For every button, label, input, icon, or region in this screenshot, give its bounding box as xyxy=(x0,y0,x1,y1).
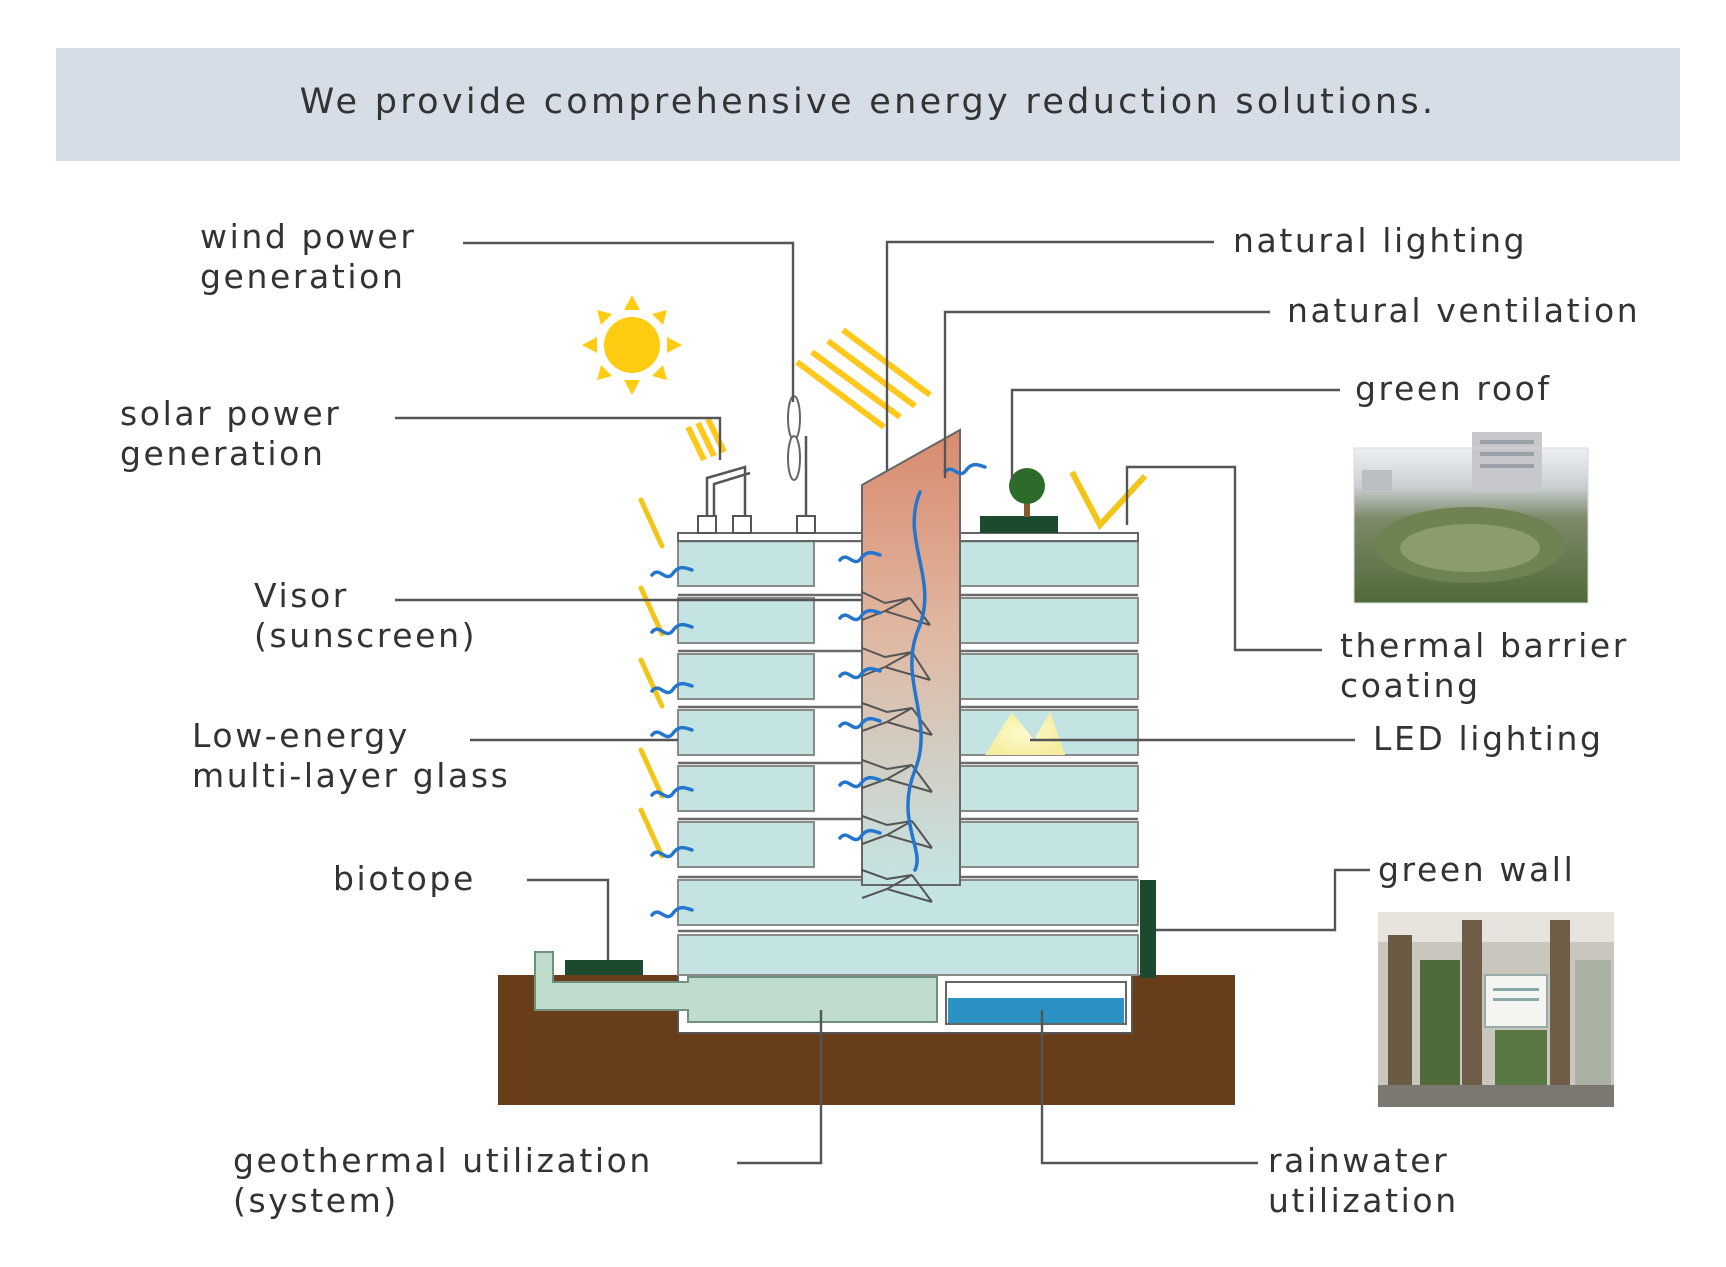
label-solar-power: solar power xyxy=(120,394,341,433)
green-roof-bed xyxy=(980,516,1058,533)
banner-title: We provide comprehensive energy reductio… xyxy=(299,82,1437,122)
green-wall-strip xyxy=(1140,880,1156,978)
label-geothermal: geothermal utilization xyxy=(233,1141,653,1180)
airflow-waves xyxy=(650,462,987,919)
sun-rays-small xyxy=(685,417,727,462)
header-banner: We provide comprehensive energy reductio… xyxy=(56,48,1680,161)
label-geothermal-2: (system) xyxy=(233,1181,399,1220)
shaft-airflow xyxy=(906,490,927,872)
rainwater-water xyxy=(948,998,1124,1023)
label-solar-power-2: generation xyxy=(120,434,325,473)
green-roof-photo xyxy=(1353,432,1589,604)
label-visor-2: (sunscreen) xyxy=(254,616,477,655)
label-green-wall: green wall xyxy=(1378,850,1575,889)
label-low-energy-glass: Low-energy xyxy=(192,716,410,755)
solar-panel xyxy=(705,465,747,516)
label-natural-lighting: natural lighting xyxy=(1233,221,1527,260)
label-rainwater: rainwater xyxy=(1268,1141,1449,1180)
biotope-pond xyxy=(565,960,643,975)
green-wall-photo xyxy=(1378,912,1614,1107)
building-floors xyxy=(677,540,1139,976)
label-thermal-barrier: thermal barrier xyxy=(1340,626,1629,665)
label-wind-power-2: generation xyxy=(200,257,405,296)
thermal-coating-mark xyxy=(1069,470,1148,531)
label-rainwater-2: utilization xyxy=(1268,1181,1459,1220)
sun-icon xyxy=(582,295,682,395)
label-wind-power: wind power xyxy=(200,217,417,256)
label-visor: Visor xyxy=(254,576,349,615)
visor-sunscreens xyxy=(638,497,665,859)
tree-icon xyxy=(1009,468,1045,504)
leader-lines xyxy=(395,240,1370,1165)
led-light-icon xyxy=(985,712,1065,755)
label-low-energy-glass-2: multi-layer glass xyxy=(192,756,510,795)
label-thermal-barrier-2: coating xyxy=(1340,666,1481,705)
label-natural-ventilation: natural ventilation xyxy=(1287,291,1640,330)
sun-rays-large xyxy=(795,327,932,430)
label-biotope: biotope xyxy=(333,859,476,898)
label-green-roof: green roof xyxy=(1355,369,1552,408)
geothermal-pipe xyxy=(534,951,938,1023)
label-led-lighting: LED lighting xyxy=(1373,719,1604,758)
